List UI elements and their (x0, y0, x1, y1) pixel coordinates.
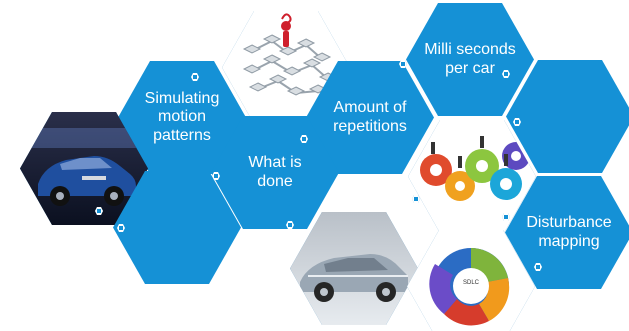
amount-of-repetitions-hex: Amount of repetitions (306, 61, 434, 174)
what-is-done-label: What is done (248, 154, 302, 190)
disturbance-mapping-label: Disturbance mapping (526, 214, 612, 250)
connector-dot (117, 224, 125, 232)
connector-dot (534, 263, 542, 271)
connector-dot (191, 73, 199, 81)
milli-seconds-per-car-hex: Milli seconds per car (406, 3, 534, 116)
milli-seconds-per-car-label: Milli seconds per car (424, 41, 516, 77)
simulating-motion-patterns-label: Simulating motion patterns (144, 89, 220, 144)
amount-of-repetitions-label: Amount of repetitions (333, 99, 407, 135)
blank-hex-right-top (506, 60, 629, 173)
connector-dot (502, 213, 510, 221)
connector-dot (212, 172, 220, 180)
question-figure-icon (281, 13, 292, 47)
connector-dot (513, 118, 521, 126)
connector-dot (412, 195, 420, 203)
car-silver-icon (290, 212, 418, 325)
sdlc-label: SDLC (463, 280, 480, 286)
connector-dot (286, 221, 294, 229)
silver-car-image-hex (290, 212, 418, 325)
connector-dot (399, 60, 407, 68)
connector-dot (95, 207, 103, 215)
connector-dot (300, 135, 308, 143)
connector-dot (502, 70, 510, 78)
